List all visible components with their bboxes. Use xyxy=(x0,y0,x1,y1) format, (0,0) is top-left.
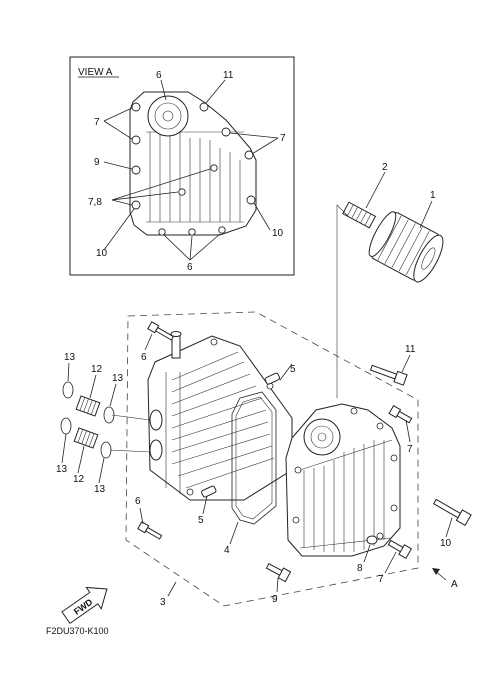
label-view-a-arrow: A xyxy=(451,579,458,590)
gasket xyxy=(231,391,277,525)
view-a-label-7-8: 7,8 xyxy=(88,197,102,208)
view-a-inset: VIEW A xyxy=(69,56,295,276)
label-11: 11 xyxy=(405,344,416,355)
label-7-lower: 7 xyxy=(378,574,384,585)
assembly-boundary xyxy=(125,311,419,607)
dowel-pins xyxy=(201,372,281,498)
filter-guide-line xyxy=(336,204,351,398)
view-a-label-10-right: 10 xyxy=(272,228,284,239)
callout-labels: 13 12 13 13 12 13 6 6 5 5 4 3 11 7 8 7 1… xyxy=(56,344,458,608)
view-a-label-7-left: 7 xyxy=(94,117,100,128)
label-13-top: 13 xyxy=(64,352,76,363)
oil-filter-assembly: 1 2 xyxy=(336,162,444,398)
label-5-top: 5 xyxy=(290,364,296,375)
o-rings-and-connectors xyxy=(60,381,151,459)
label-7-upper: 7 xyxy=(407,444,413,455)
oil-cooler-body xyxy=(147,331,293,501)
label-stud-2: 2 xyxy=(382,162,388,173)
oil-filter xyxy=(368,211,444,283)
label-13-bot: 13 xyxy=(94,484,106,495)
label-9: 9 xyxy=(272,594,278,605)
view-a-bolt-holes xyxy=(131,102,256,236)
label-13-low: 13 xyxy=(56,464,68,475)
fwd-arrow: FWD xyxy=(61,586,108,625)
view-a-title: VIEW A xyxy=(78,67,113,78)
label-filter-1: 1 xyxy=(430,190,436,201)
part-code: F2DU370-K100 xyxy=(46,626,109,636)
view-a-arrow xyxy=(432,568,447,581)
label-8: 8 xyxy=(357,563,363,574)
label-4: 4 xyxy=(224,545,230,556)
label-10: 10 xyxy=(440,538,452,549)
view-a-boss xyxy=(147,95,189,137)
view-a-label-11: 11 xyxy=(223,70,234,81)
label-5-bot: 5 xyxy=(198,515,204,526)
view-a-label-7-right: 7 xyxy=(280,133,286,144)
label-6-bot: 6 xyxy=(135,496,141,507)
view-a-label-9: 9 xyxy=(94,157,100,168)
callout-leaders xyxy=(61,333,453,597)
filter-stud xyxy=(342,201,377,229)
view-a-label-6-bottom: 6 xyxy=(187,262,193,273)
cooler-fins xyxy=(165,351,275,494)
label-12-low: 12 xyxy=(73,474,85,485)
view-a-leaders xyxy=(103,79,279,261)
view-a-label-10-left: 10 xyxy=(96,248,108,259)
view-a-label-6-top: 6 xyxy=(156,70,162,81)
bolts xyxy=(137,321,472,583)
label-6-top: 6 xyxy=(141,352,147,363)
label-13-mid: 13 xyxy=(112,373,124,384)
label-3: 3 xyxy=(160,597,166,608)
oil-cooler-cover xyxy=(285,403,401,557)
label-12-top: 12 xyxy=(91,364,103,375)
